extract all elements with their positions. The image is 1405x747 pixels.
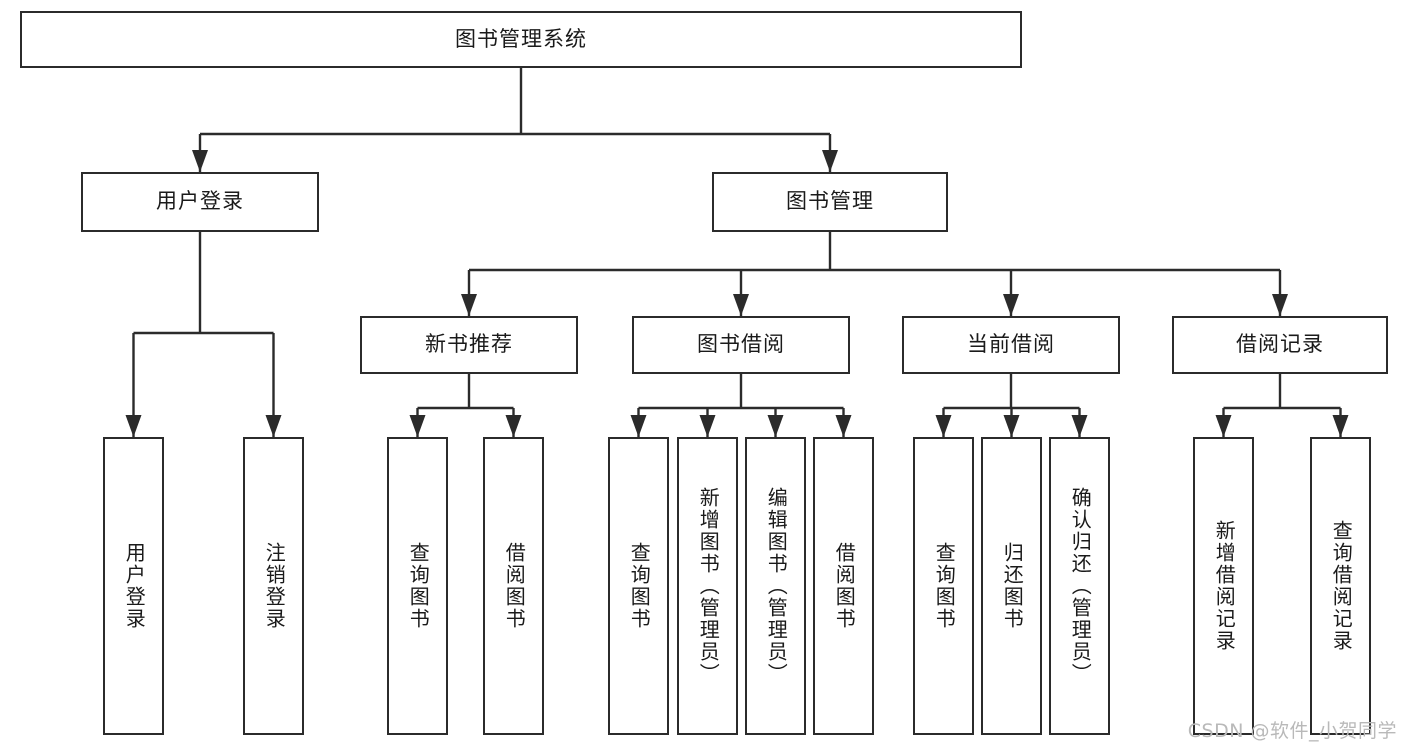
arrow-head-icon: [1003, 294, 1019, 316]
node-label: 查询图书: [406, 542, 431, 630]
node-label: 图书借阅: [697, 332, 785, 357]
arrow-head-icon: [835, 415, 852, 437]
arrow-head-icon: [1003, 415, 1020, 437]
node-new-book-rec[interactable]: 新书推荐: [360, 316, 578, 374]
arrow-head-icon: [1272, 294, 1288, 316]
node-borrow-record[interactable]: 借阅记录: [1172, 316, 1388, 374]
node-leaf-add-book[interactable]: 新增图书（管理员）: [677, 437, 738, 735]
arrow-head-icon: [630, 415, 647, 437]
arrow-head-icon: [461, 294, 477, 316]
node-label: 查询图书: [627, 542, 652, 630]
arrow-head-icon: [265, 415, 282, 437]
node-label: 新书推荐: [425, 332, 513, 357]
node-leaf-query-book-1[interactable]: 查询图书: [387, 437, 448, 735]
node-label: 编辑图书（管理员）: [764, 487, 789, 685]
node-label: 图书管理: [786, 189, 874, 214]
node-label: 归还图书: [1000, 542, 1025, 630]
node-leaf-borrow-book-1[interactable]: 借阅图书: [483, 437, 544, 735]
node-label: 借阅图书: [832, 542, 857, 630]
node-leaf-confirm-return[interactable]: 确认归还（管理员）: [1049, 437, 1110, 735]
arrow-head-icon: [935, 415, 952, 437]
arrow-head-icon: [1332, 415, 1349, 437]
arrow-head-icon: [699, 415, 716, 437]
node-label: 图书管理系统: [455, 26, 587, 51]
node-leaf-query-record[interactable]: 查询借阅记录: [1310, 437, 1371, 735]
node-leaf-add-record[interactable]: 新增借阅记录: [1193, 437, 1254, 735]
node-book-manage[interactable]: 图书管理: [712, 172, 948, 232]
node-current-borrow[interactable]: 当前借阅: [902, 316, 1120, 374]
node-label: 新增借阅记录: [1212, 520, 1237, 652]
arrow-head-icon: [505, 415, 522, 437]
arrow-head-icon: [767, 415, 784, 437]
arrow-head-icon: [125, 415, 142, 437]
watermark-text: CSDN @软件_小贺同学: [1187, 720, 1397, 742]
node-user-login[interactable]: 用户登录: [81, 172, 319, 232]
arrow-head-icon: [192, 150, 208, 172]
arrow-head-icon: [409, 415, 426, 437]
node-book-borrow[interactable]: 图书借阅: [632, 316, 850, 374]
node-leaf-user-login[interactable]: 用户登录: [103, 437, 164, 735]
node-leaf-return-book[interactable]: 归还图书: [981, 437, 1042, 735]
node-label: 借阅图书: [502, 542, 527, 630]
node-label: 查询图书: [932, 542, 957, 630]
arrow-head-icon: [822, 150, 838, 172]
node-leaf-user-logout[interactable]: 注销登录: [243, 437, 304, 735]
node-label: 确认归还（管理员）: [1068, 487, 1093, 685]
node-leaf-query-book-3[interactable]: 查询图书: [913, 437, 974, 735]
node-leaf-edit-book[interactable]: 编辑图书（管理员）: [745, 437, 806, 735]
node-label: 借阅记录: [1236, 332, 1324, 357]
node-leaf-borrow-book-2[interactable]: 借阅图书: [813, 437, 874, 735]
node-label: 当前借阅: [967, 332, 1055, 357]
arrow-head-icon: [1215, 415, 1232, 437]
arrow-head-icon: [733, 294, 749, 316]
node-leaf-query-book-2[interactable]: 查询图书: [608, 437, 669, 735]
arrow-head-icon: [1071, 415, 1088, 437]
node-label: 用户登录: [122, 542, 147, 630]
node-label: 查询借阅记录: [1329, 520, 1354, 652]
node-label: 注销登录: [262, 542, 287, 630]
node-root[interactable]: 图书管理系统: [20, 11, 1022, 68]
node-label: 用户登录: [156, 189, 244, 214]
node-label: 新增图书（管理员）: [696, 487, 721, 685]
